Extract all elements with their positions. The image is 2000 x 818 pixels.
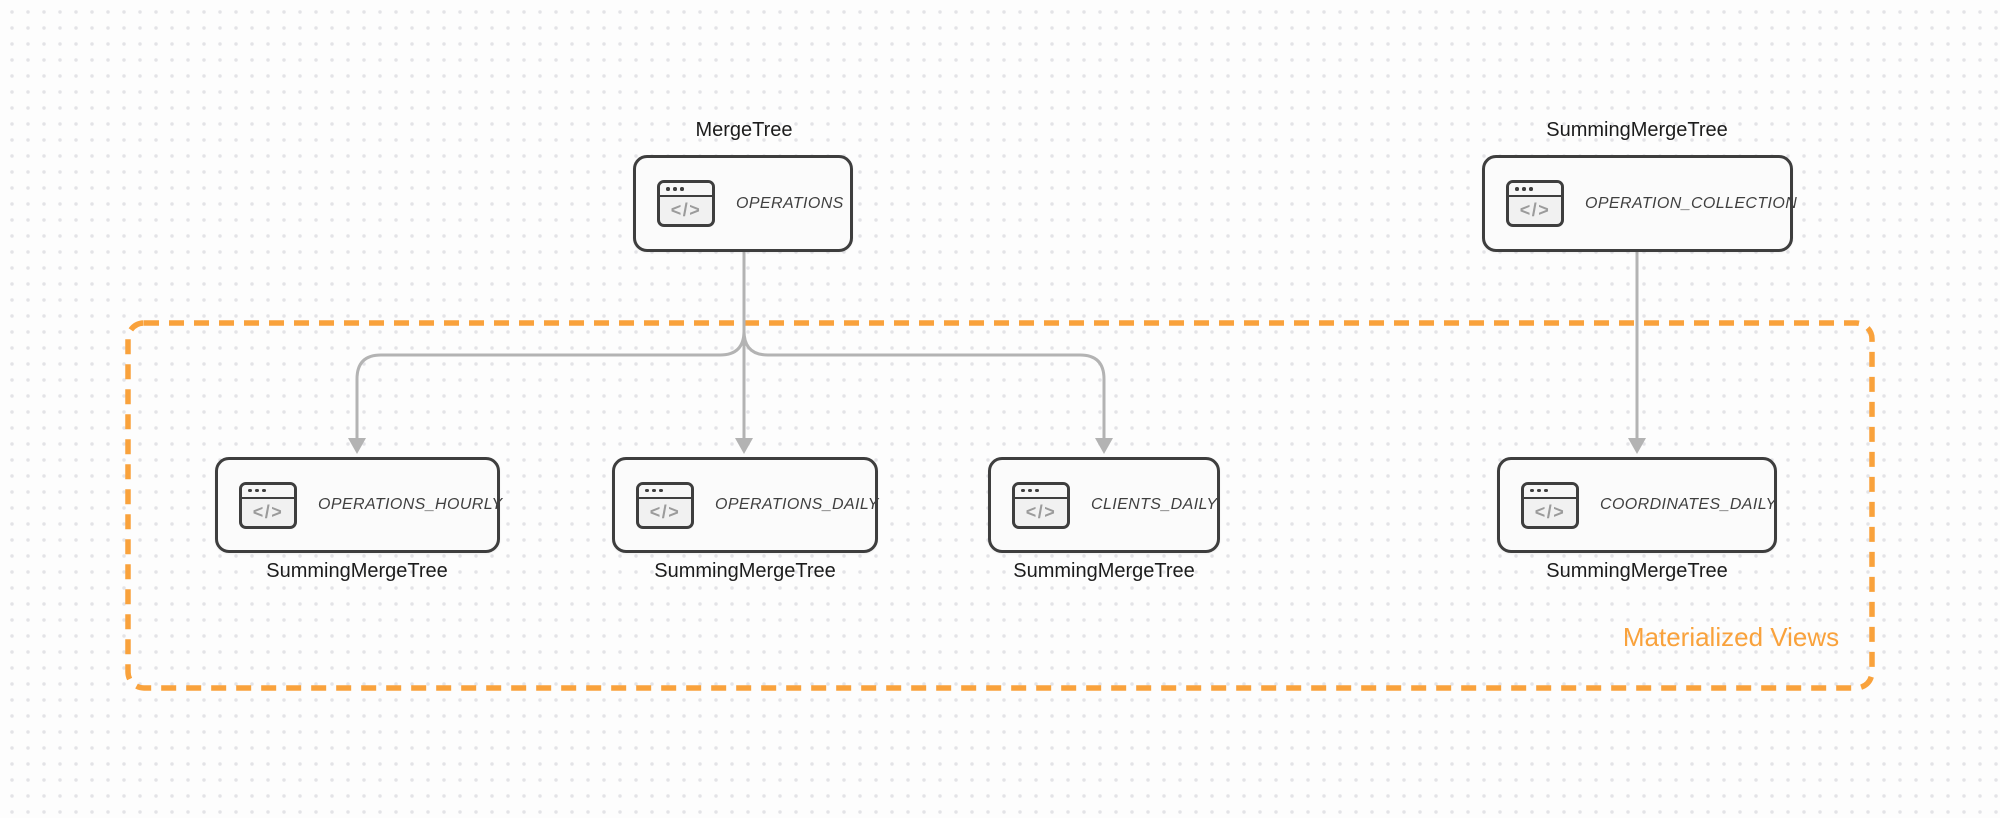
window-dot-icon xyxy=(1021,488,1025,493)
arrowhead-icon xyxy=(348,438,366,454)
engine-label-mergetree: MergeTree xyxy=(695,119,793,141)
arrowhead-icon xyxy=(1628,438,1646,454)
window-dot-icon xyxy=(1529,187,1533,191)
edge-operations-to-clients-daily xyxy=(742,252,1113,454)
code-window-icon: </> xyxy=(1012,481,1070,529)
node-clients-daily[interactable]: </> CLIENTS_DAILY xyxy=(988,457,1220,553)
engine-label-summingmergetree: SummingMergeTree xyxy=(1546,119,1728,141)
window-dot-icon xyxy=(1530,488,1534,493)
window-titlebar xyxy=(1015,484,1067,499)
window-dot-icon xyxy=(1515,187,1519,191)
window-titlebar xyxy=(242,484,294,499)
window-dot-icon xyxy=(255,488,259,493)
window-dot-icon xyxy=(645,488,649,493)
code-window-icon: </> xyxy=(1521,481,1579,529)
window-dot-icon xyxy=(262,488,266,493)
engine-label-summingmergetree: SummingMergeTree xyxy=(654,560,836,582)
code-window-icon: </> xyxy=(636,481,694,529)
node-operations-hourly[interactable]: </> OPERATIONS_HOURLY xyxy=(215,457,503,553)
window-titlebar xyxy=(1509,183,1561,197)
node-operations[interactable]: </> OPERATIONS xyxy=(633,155,853,252)
window-dot-icon xyxy=(1544,488,1548,493)
code-window-icon: </> xyxy=(239,481,297,529)
node-title: CLIENTS_DAILY xyxy=(1091,496,1218,513)
window-dot-icon xyxy=(680,187,684,191)
node-operations-daily[interactable]: </> OPERATIONS_DAILY xyxy=(612,457,878,553)
edge-operations-to-operations-daily xyxy=(735,252,753,454)
window-titlebar xyxy=(660,183,712,197)
window-dot-icon xyxy=(659,488,663,493)
window-dot-icon xyxy=(1035,488,1039,493)
code-glyph: </> xyxy=(1025,501,1057,522)
engine-label-summingmergetree: SummingMergeTree xyxy=(266,560,448,582)
node-title: OPERATIONS xyxy=(736,194,844,212)
window-dot-icon xyxy=(1028,488,1032,493)
code-glyph: </> xyxy=(670,200,702,220)
window-titlebar xyxy=(639,484,691,499)
node-operation-collection[interactable]: </> OPERATION_COLLECTION xyxy=(1482,155,1797,252)
window-dot-icon xyxy=(248,488,252,493)
code-window-icon: </> xyxy=(1506,180,1564,227)
engine-label-summingmergetree: SummingMergeTree xyxy=(1546,560,1728,582)
edge-operation-collection-to-coordinates-daily xyxy=(1628,252,1646,454)
window-dot-icon xyxy=(1537,488,1541,493)
node-title: OPERATION_COLLECTION xyxy=(1585,194,1798,212)
node-title: OPERATIONS_DAILY xyxy=(715,496,879,513)
window-dot-icon xyxy=(673,187,677,191)
node-title: COORDINATES_DAILY xyxy=(1600,496,1777,513)
code-glyph: </> xyxy=(1519,200,1551,220)
code-window-icon: </> xyxy=(657,180,715,227)
code-glyph: </> xyxy=(1534,501,1566,522)
node-coordinates-daily[interactable]: </> COORDINATES_DAILY xyxy=(1497,457,1777,553)
engine-label-summingmergetree: SummingMergeTree xyxy=(1013,560,1195,582)
arrowhead-icon xyxy=(735,438,753,454)
window-dot-icon xyxy=(666,187,670,191)
edge-operations-to-operations-hourly xyxy=(348,252,746,454)
window-dot-icon xyxy=(652,488,656,493)
window-dot-icon xyxy=(1522,187,1526,191)
code-glyph: </> xyxy=(649,501,681,522)
code-glyph: </> xyxy=(252,501,284,522)
node-title: OPERATIONS_HOURLY xyxy=(318,496,503,513)
arrowhead-icon xyxy=(1095,438,1113,454)
materialized-views-label: Materialized Views xyxy=(1622,622,1840,652)
window-titlebar xyxy=(1524,484,1576,499)
